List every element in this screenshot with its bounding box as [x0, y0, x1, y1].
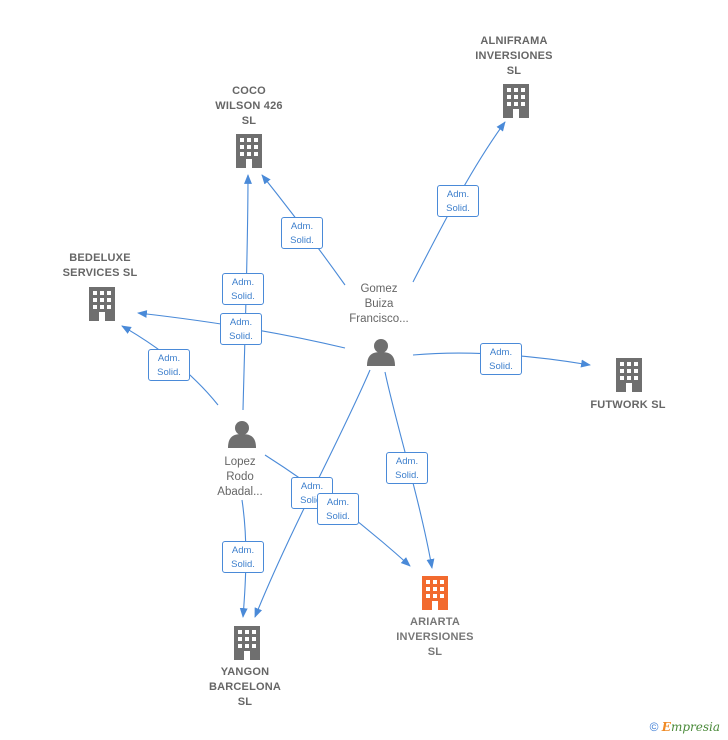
building-icon-alniframa[interactable]: [503, 84, 529, 118]
person-label-lopez[interactable]: Lopez Rodo Abadal...: [217, 456, 263, 498]
edge-badge-gomez-futwork: Adm. Solid.: [480, 343, 522, 375]
company-label-yangon[interactable]: YANGON BARCELONA SL: [208, 666, 282, 708]
footer-brand: © Empresia: [650, 720, 720, 734]
company-label-alniframa[interactable]: ALNIFRAMA INVERSIONES SL: [475, 35, 553, 77]
building-icon-futwork[interactable]: [616, 358, 642, 392]
person-icon-gomez[interactable]: [367, 339, 395, 366]
company-label-bedeluxe[interactable]: BEDELUXE SERVICES SL: [62, 252, 138, 279]
edge-badge-lopez-ariarta: Adm. Solid.: [317, 493, 359, 525]
person-label-gomez[interactable]: Gomez Buiza Francisco...: [349, 283, 409, 325]
company-label-futwork[interactable]: FUTWORK SL: [590, 399, 666, 411]
edge-badge-lopez-coco: Adm. Solid.: [222, 273, 264, 305]
edge-badge-gomez-alniframa: Adm. Solid.: [437, 185, 479, 217]
company-label-coco[interactable]: COCO WILSON 426 SL: [215, 85, 283, 127]
company-label-ariarta[interactable]: ARIARTA INVERSIONES SL: [396, 616, 474, 658]
edge-badge-gomez-ariarta: Adm. Solid.: [386, 452, 428, 484]
building-icon-ariarta[interactable]: [422, 576, 448, 610]
edge-badge-gomez-bedeluxe: Adm. Solid.: [220, 313, 262, 345]
edge-badge-lopez-yangon: Adm. Solid.: [222, 541, 264, 573]
person-icon-lopez[interactable]: [228, 421, 256, 448]
building-icon-coco[interactable]: [236, 134, 262, 168]
edge-badge-gomez-coco: Adm. Solid.: [281, 217, 323, 249]
building-icon-yangon[interactable]: [234, 626, 260, 660]
copyright-symbol: ©: [649, 720, 659, 734]
edge-badge-lopez-bedeluxe: Adm. Solid.: [148, 349, 190, 381]
brand-logo: Empresia: [661, 720, 720, 734]
building-icon-bedeluxe[interactable]: [89, 287, 115, 321]
